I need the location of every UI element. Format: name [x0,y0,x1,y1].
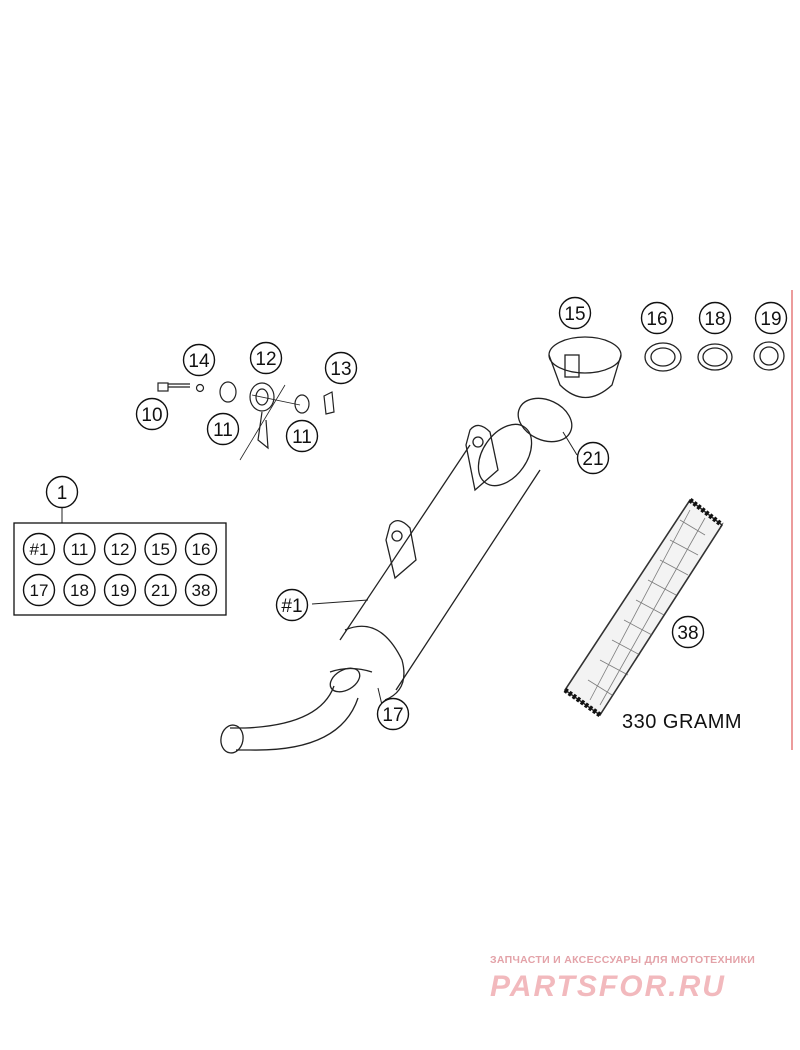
kit-item-bubble [144,573,177,607]
kit-contents-box: #1 11 12 15 16 17 18 19 21 38 [13,522,227,616]
leader-lines [61,431,578,706]
kit-item-bubble [184,532,218,566]
kit-item-label: 21 [151,581,170,600]
callout-main: #1 [275,588,309,622]
callout-21: 21 [576,441,610,475]
kit-item-label: 15 [151,540,170,559]
callout-label: 18 [704,309,725,330]
callouts: 1 10 11 11 12 13 14 15 [45,296,788,731]
callout-1: 1 [45,475,79,509]
kit-item-bubble [63,573,96,607]
callout-38: 38 [671,615,705,649]
kit-item-label: 18 [70,581,89,600]
callout-label: 1 [57,483,68,504]
kit-item: 11 [63,532,96,566]
kit-item-bubble [22,573,56,607]
kit-item: #1 [22,532,56,566]
kit-item-bubble [184,573,218,607]
kit-item: 15 [144,532,177,566]
kit-item-label: 19 [111,581,130,600]
silencer-packing [563,498,724,718]
kit-items: #1 11 12 15 16 17 18 19 21 38 [22,532,218,607]
insert-weight-label: 330 GRAMM [622,711,742,733]
callout-11a: 11 [206,412,240,446]
callout-15: 15 [558,296,592,330]
callout-label: 11 [213,420,233,441]
kit-item-label: 38 [192,581,211,600]
kit-item: 17 [22,573,56,607]
kit-item-bubble [22,532,56,566]
kit-item: 18 [63,573,96,607]
callout-14: 14 [182,343,216,377]
callout-label: 14 [188,351,210,372]
watermark: ЗАПЧАСТИ И АКСЕССУАРЫ ДЛЯ МОТОТЕХНИКИ PA… [490,954,755,1003]
callout-label: 21 [582,449,603,470]
callout-11b: 11 [285,419,319,453]
kit-item-label: 17 [30,581,49,600]
callout-label: 10 [141,405,162,426]
callout-12: 12 [249,341,283,375]
watermark-subtitle: ЗАПЧАСТИ И АКСЕССУАРЫ ДЛЯ МОТОТЕХНИКИ [490,954,755,966]
callout-10: 10 [135,397,169,431]
kit-item-label: #1 [30,540,49,559]
watermark-logo: PARTSFOR.RU [490,970,726,1003]
callout-label: 11 [292,427,312,448]
callout-label: 19 [760,309,781,330]
end-cap-parts [517,336,785,443]
kit-item: 38 [184,573,218,607]
silencer-drawing [220,423,541,754]
callout-label: 15 [564,304,585,325]
callout-label: 17 [382,705,403,726]
kit-item: 12 [103,532,137,566]
kit-item-label: 11 [71,540,89,559]
callout-17: 17 [376,697,410,731]
callout-18: 18 [698,301,732,335]
callout-label: 12 [255,349,276,370]
callout-16: 16 [640,301,674,335]
kit-item: 21 [144,573,177,607]
callout-label: 13 [330,359,351,380]
mounting-hardware [157,381,335,461]
kit-item: 16 [184,532,218,566]
kit-item-bubble [144,532,177,566]
callout-13: 13 [324,351,358,385]
kit-item-bubble [103,532,137,566]
callout-label: #1 [281,596,302,617]
kit-item: 19 [103,573,137,607]
kit-item-label: 16 [192,540,211,559]
kit-item-bubble [103,573,137,607]
callout-label: 38 [677,623,698,644]
kit-item-bubble [63,532,96,566]
callout-19: 19 [754,301,788,335]
kit-item-label: 12 [111,540,130,559]
callout-label: 16 [646,309,667,330]
